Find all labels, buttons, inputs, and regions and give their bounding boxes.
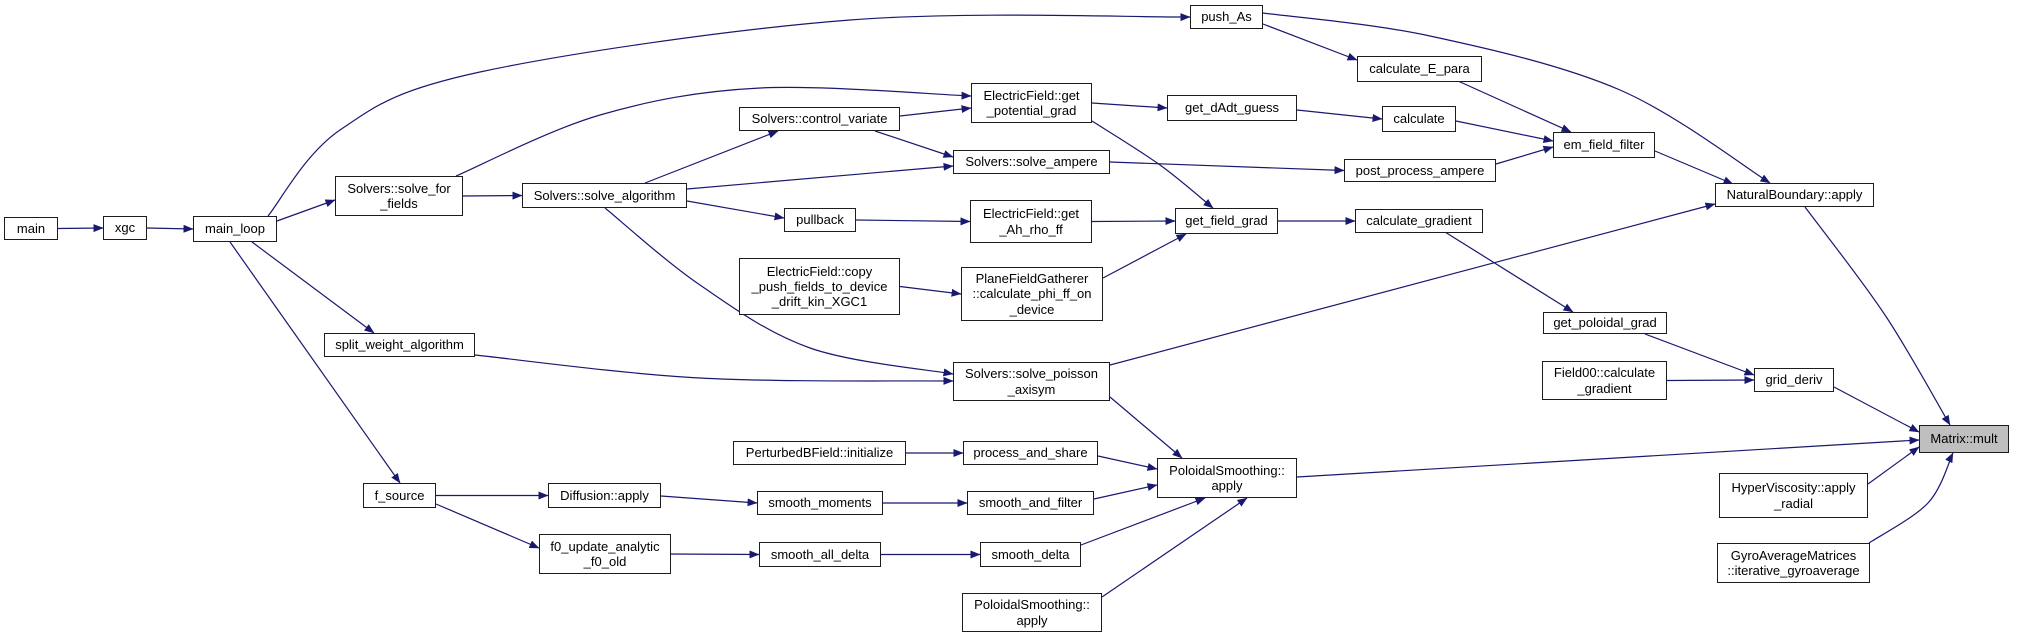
edge-grid_deriv-to-matrix_mult: [1833, 386, 1920, 433]
graph-node-solve_algorithm[interactable]: Solvers::solve_algorithm: [522, 183, 687, 208]
edge-get_dadt_guess-to-calculate: [1296, 109, 1383, 122]
graph-node-poloidal_smoothing2[interactable]: PoloidalSmoothing:: apply: [962, 593, 1102, 632]
edge-solve_poisson-to-natural_boundary: [1109, 202, 1716, 366]
edge-get_ah_rho_ff-to-get_field_grad: [1091, 217, 1176, 226]
edge-copy_push_fields-to-plane_gatherer: [899, 285, 962, 297]
graph-node-calculate_e_para[interactable]: calculate_E_para: [1357, 56, 1482, 82]
edge-main_loop-to-solve_for_fields: [276, 199, 336, 222]
edge-calculate-to-em_field_filter: [1455, 120, 1554, 143]
edge-smooth_and_filter-to-poloidal_smoothing: [1093, 483, 1158, 500]
graph-node-hyperviscosity[interactable]: HyperViscosity::apply _radial: [1719, 473, 1868, 518]
graph-node-gyro_average[interactable]: GyroAverageMatrices ::iterative_gyroaver…: [1717, 543, 1870, 583]
graph-node-f0_update[interactable]: f0_update_analytic _f0_old: [539, 534, 671, 574]
edge-main_loop-to-push_as: [267, 13, 1191, 217]
graph-node-solve_poisson[interactable]: Solvers::solve_poisson _axisym: [953, 362, 1110, 401]
edge-post_process_ampere-to-em_field_filter: [1495, 145, 1554, 165]
graph-node-smooth_all_delta[interactable]: smooth_all_delta: [759, 542, 881, 567]
edge-solve_poisson-to-poloidal_smoothing: [1109, 396, 1183, 459]
graph-node-main[interactable]: main: [4, 217, 58, 240]
edge-poloidal_smoothing-to-matrix_mult: [1296, 436, 1920, 478]
graph-node-plane_gatherer[interactable]: PlaneFieldGatherer ::calculate_phi_ff_on…: [961, 267, 1103, 321]
graph-node-calculate[interactable]: calculate: [1382, 106, 1456, 132]
edge-plane_gatherer-to-get_field_grad: [1102, 233, 1187, 279]
graph-node-natural_boundary[interactable]: NaturalBoundary::apply: [1715, 183, 1874, 207]
graph-node-solve_for_fields[interactable]: Solvers::solve_for _fields: [335, 176, 463, 216]
graph-node-field00_gradient[interactable]: Field00::calculate _gradient: [1542, 361, 1667, 400]
graph-node-matrix_mult[interactable]: Matrix::mult: [1919, 425, 2009, 453]
edge-pullback-to-get_ah_rho_ff: [855, 217, 971, 226]
graph-node-smooth_moments[interactable]: smooth_moments: [757, 491, 883, 515]
graph-node-f_source[interactable]: f_source: [363, 483, 436, 508]
graph-node-pullback[interactable]: pullback: [784, 208, 856, 232]
graph-node-smooth_and_filter[interactable]: smooth_and_filter: [967, 491, 1094, 515]
graph-node-get_dadt_guess[interactable]: get_dAdt_guess: [1167, 95, 1297, 121]
graph-node-get_potential_grad[interactable]: ElectricField::get _potential_grad: [971, 83, 1092, 123]
graph-node-process_and_share[interactable]: process_and_share: [963, 441, 1098, 465]
graph-node-xgc[interactable]: xgc: [103, 216, 147, 240]
edge-natural_boundary-to-matrix_mult: [1804, 206, 1951, 426]
edge-gyro_average-to-matrix_mult: [1868, 452, 1954, 544]
graph-node-get_field_grad[interactable]: get_field_grad: [1175, 208, 1278, 234]
edge-calculate_gradient-to-get_poloidal_grad: [1444, 231, 1574, 313]
edge-f0_update-to-smooth_all_delta: [670, 550, 760, 559]
graph-node-main_loop[interactable]: main_loop: [193, 216, 277, 242]
graph-node-smooth_delta[interactable]: smooth_delta: [980, 542, 1081, 567]
graph-node-control_variate[interactable]: Solvers::control_variate: [739, 107, 900, 131]
edge-em_field_filter-to-natural_boundary: [1654, 150, 1734, 185]
edge-split_weight-to-solve_poisson: [474, 354, 954, 385]
edge-process_and_share-to-poloidal_smoothing: [1097, 455, 1158, 471]
edge-control_variate-to-solve_ampere: [874, 130, 954, 158]
edge-push_as-to-natural_boundary: [1262, 12, 1771, 184]
edge-get_potential_grad-to-get_dadt_guess: [1091, 102, 1168, 112]
edge-main_loop-to-f_source: [229, 241, 401, 484]
graph-node-solve_ampere[interactable]: Solvers::solve_ampere: [953, 150, 1110, 174]
graph-node-push_as[interactable]: push_As: [1190, 5, 1263, 29]
graph-node-em_field_filter[interactable]: em_field_filter: [1553, 132, 1655, 158]
edge-solve_algorithm-to-solve_ampere: [686, 162, 954, 190]
edge-solve_algorithm-to-solve_poisson: [604, 207, 954, 377]
edge-xgc-to-main_loop: [146, 224, 194, 233]
graph-node-split_weight[interactable]: split_weight_algorithm: [324, 333, 475, 357]
edge-push_as-to-calculate_e_para: [1262, 23, 1358, 61]
edge-f_source-to-f0_update: [435, 503, 540, 549]
edge-calculate_e_para-to-em_field_filter: [1457, 80, 1572, 133]
edge-solve_ampere-to-post_process_ampere: [1109, 161, 1345, 175]
edge-diffusion_apply-to-smooth_moments: [660, 495, 758, 507]
edge-get_poloidal_grad-to-grid_deriv: [1644, 333, 1755, 376]
graph-node-post_process_ampere[interactable]: post_process_ampere: [1344, 159, 1496, 182]
graph-node-grid_deriv[interactable]: grid_deriv: [1754, 368, 1834, 392]
edge-field00_gradient-to-grid_deriv: [1666, 376, 1755, 385]
graph-node-get_ah_rho_ff[interactable]: ElectricField::get _Ah_rho_ff: [970, 200, 1092, 243]
edge-get_potential_grad-to-get_field_grad: [1091, 120, 1214, 209]
graph-node-copy_push_fields[interactable]: ElectricField::copy _push_fields_to_devi…: [739, 258, 900, 315]
edge-solve_for_fields-to-get_potential_grad: [455, 86, 972, 177]
edge-solve_for_fields-to-solve_algorithm: [462, 191, 523, 200]
graph-node-diffusion_apply[interactable]: Diffusion::apply: [548, 483, 661, 508]
edge-poloidal_smoothing2-to-poloidal_smoothing: [1101, 497, 1248, 598]
graph-node-perturbed_bfield[interactable]: PerturbedBField::initialize: [733, 441, 906, 465]
edge-main_loop-to-split_weight: [251, 241, 375, 334]
edge-hyperviscosity-to-matrix_mult: [1867, 446, 1920, 485]
edge-smooth_delta-to-poloidal_smoothing: [1080, 497, 1206, 546]
graph-node-calculate_gradient[interactable]: calculate_gradient: [1355, 209, 1483, 233]
graph-node-get_poloidal_grad[interactable]: get_poloidal_grad: [1543, 312, 1667, 334]
edge-solve_algorithm-to-control_variate: [644, 130, 779, 184]
edge-control_variate-to-get_potential_grad: [899, 105, 972, 117]
graph-node-poloidal_smoothing[interactable]: PoloidalSmoothing:: apply: [1157, 458, 1297, 498]
edge-main-to-xgc: [57, 224, 104, 233]
edge-solve_algorithm-to-pullback: [686, 200, 785, 221]
edges: [57, 12, 1954, 598]
